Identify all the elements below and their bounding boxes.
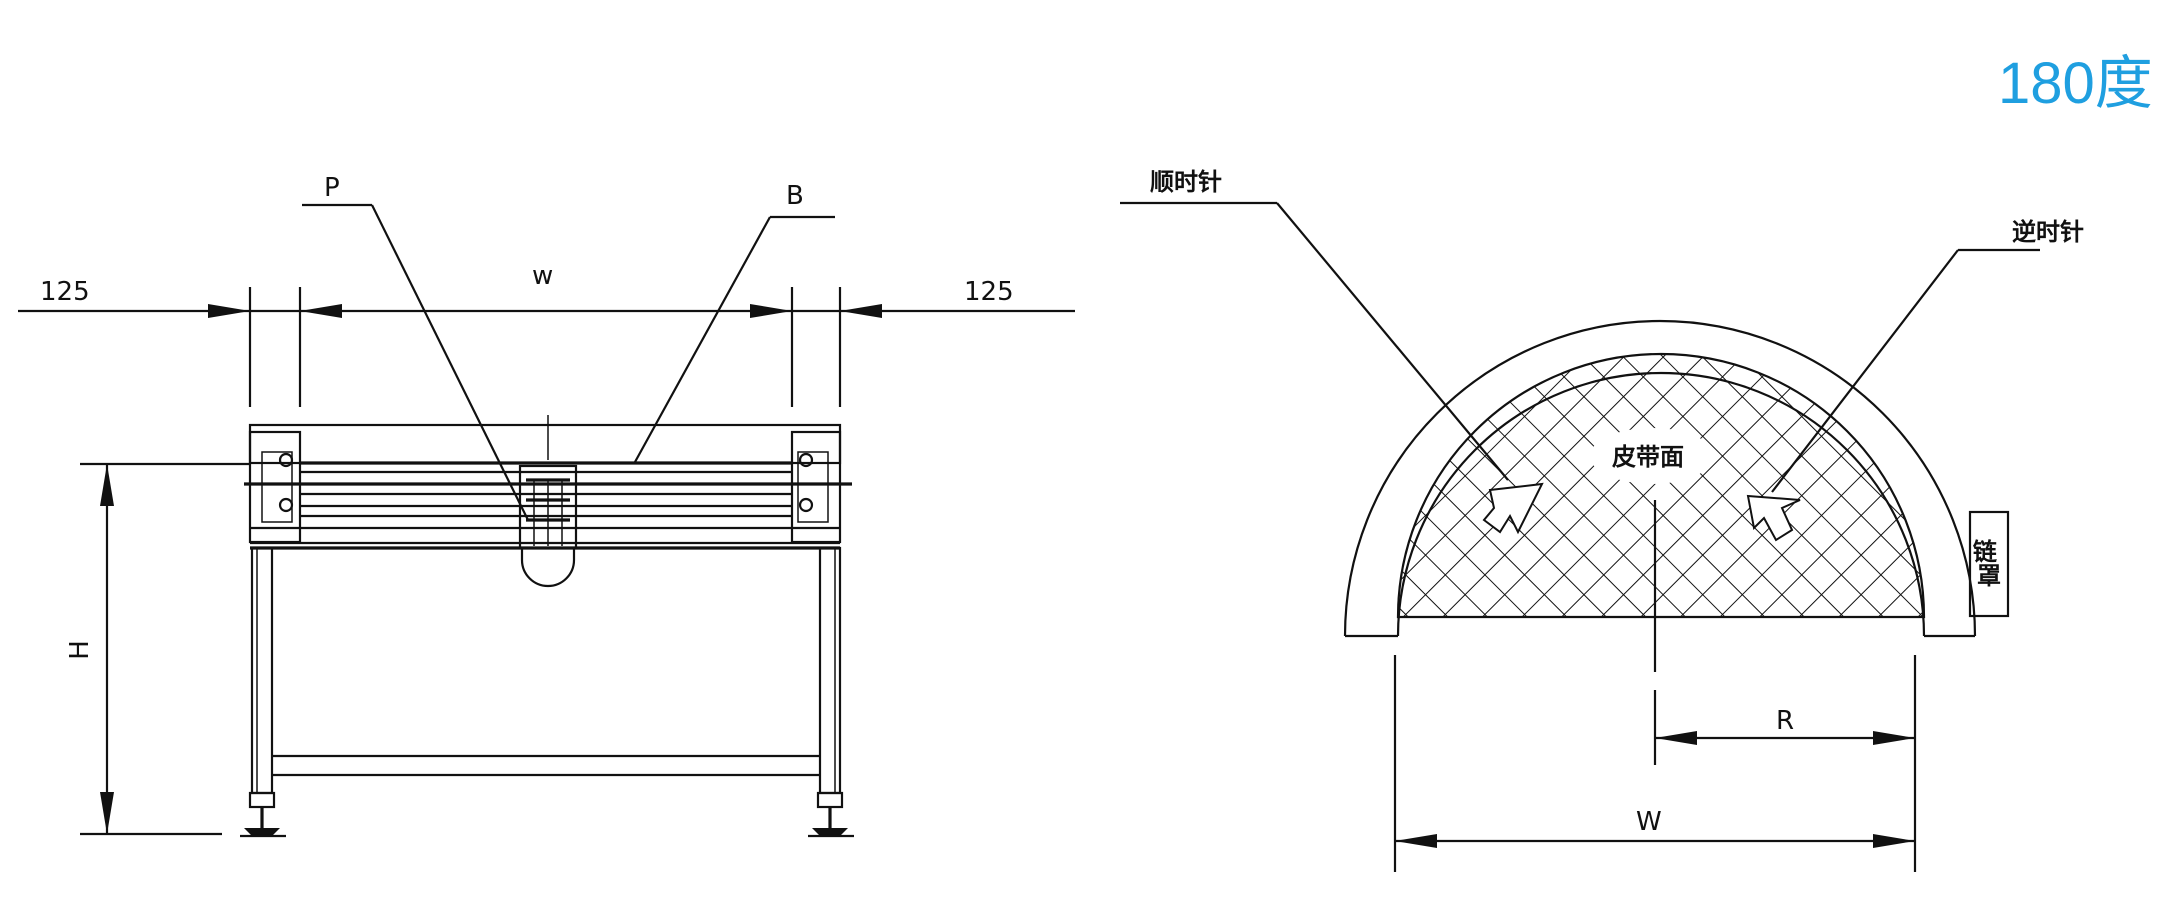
right-offset-label: 125 [964,277,1014,307]
conveyor-frame [240,423,854,838]
leader-p: P [302,173,529,521]
left-offset-label: 125 [40,277,90,307]
leader-b: B [634,181,835,463]
counterclockwise-label: 逆时针 [2012,218,2084,246]
label-p: P [324,173,340,203]
curve-view: 皮带面 顺时针 逆时针 链 罩 R [1120,168,2084,872]
chain-guard-char-2: 罩 [1977,562,2001,590]
label-h: H [65,640,95,660]
width-label: w [532,261,553,291]
clockwise-direction-icon [1482,482,1544,535]
clockwise-label: 顺时针 [1150,168,1222,196]
label-b: B [786,181,804,211]
width-dimension: 125 w 125 [18,261,1075,407]
chain-guard [1968,510,2010,618]
chain-guard-label: 链 罩 [1973,538,2005,590]
outer-width-dimension: W [1395,807,1915,848]
radius-dimension: R [1655,706,1915,745]
label-w-outer: W [1636,807,1662,837]
outer-frame-arc [1343,319,1977,637]
label-r: R [1776,706,1794,736]
belt-surface-label: 皮带面 [1612,443,1684,471]
height-dimension: H [65,462,250,836]
diagram-title: 180度 [1998,51,2153,116]
drive-motor [518,415,578,588]
front-view: 125 w 125 P B [18,173,1075,838]
chain-guard-char-1: 链 [1973,538,1998,566]
counterclockwise-direction-icon [1746,494,1801,542]
